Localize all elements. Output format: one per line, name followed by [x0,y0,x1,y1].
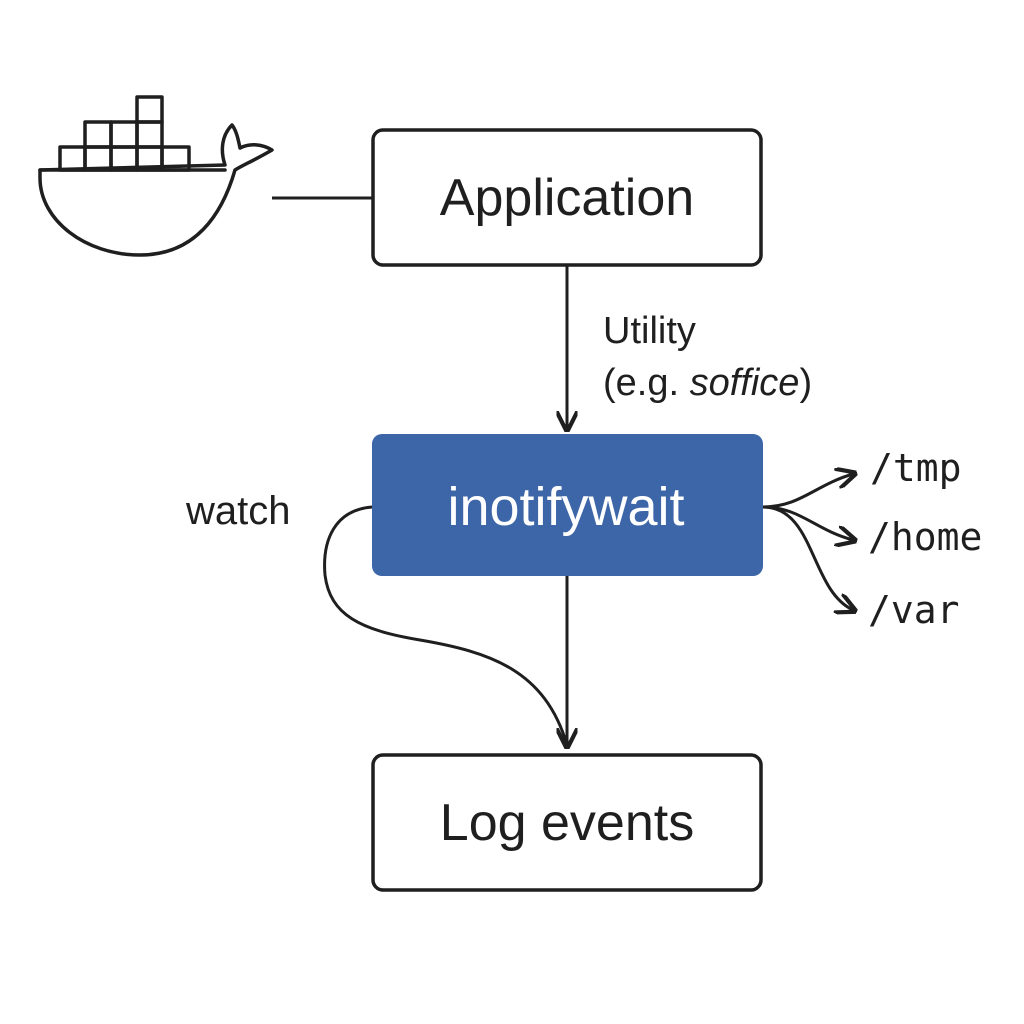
branch-home [762,505,853,540]
inotifywait-label: inotifywait [447,477,684,537]
inotifywait-box [372,434,763,576]
application-label: Application [440,169,694,227]
watch-label: watch [185,489,291,533]
watch-curve [323,505,569,746]
utility-label: Utility [603,310,696,352]
branch-tmp [762,474,853,509]
branch-var [762,505,853,610]
docker-whale-icon [38,95,274,257]
watched-paths-branches [762,474,853,610]
log-events-label: Log events [440,794,694,852]
log-events-box [371,753,763,892]
path-var-label: /var [868,588,960,632]
utility-example-label: (e.g. soffice) [603,362,812,404]
path-tmp-label: /tmp [870,446,962,490]
path-home-label: /home [868,515,982,559]
